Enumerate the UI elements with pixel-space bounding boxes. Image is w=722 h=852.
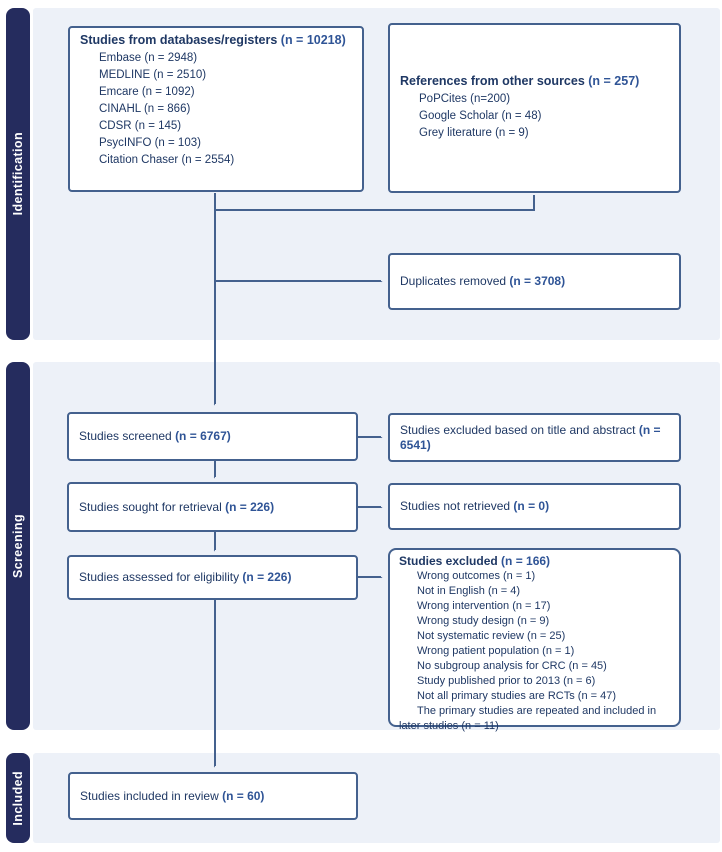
section-included-label: Included (11, 770, 25, 826)
box-excluded-reasons: Studies excluded (n = 166) Wrong outcome… (388, 548, 681, 732)
box-included-review: Studies included in review (n = 60) (68, 772, 358, 820)
box-not-retrieved: Studies not retrieved (n = 0) (388, 483, 681, 530)
box-excluded-reasons-title: Studies excluded (n = 166) (399, 554, 670, 569)
list-item: Not all primary studies are RCTs (n = 47… (417, 690, 616, 702)
list-item: Grey literature (n = 9) (419, 127, 529, 139)
box-studies-screened: Studies screened (n = 6767) (67, 412, 358, 461)
box-count: (n = 6767) (175, 429, 231, 443)
box-count: (n = 60) (222, 788, 265, 803)
box-other-sources-title: References from other sources (n = 257) (400, 74, 669, 89)
list-item: Not systematic review (n = 25) (417, 630, 566, 642)
section-screening-label: Screening (11, 513, 25, 579)
section-identification-bar: Identification (6, 8, 30, 340)
box-label: Studies assessed for eligibility (79, 570, 243, 584)
box-count: (n = 166) (501, 554, 551, 568)
list-item: Wrong patient population (n = 1) (417, 645, 575, 657)
box-label: Studies included in review (80, 788, 223, 803)
other-sources-list: PoPCites (n=200) Google Scholar (n = 48)… (400, 91, 669, 142)
list-item: Wrong outcomes (n = 1) (417, 570, 536, 582)
list-item: PoPCites (n=200) (419, 93, 511, 105)
box-databases: Studies from databases/registers (n = 10… (68, 26, 364, 192)
box-sought-retrieval: Studies sought for retrieval (n = 226) (67, 482, 358, 532)
box-count: (n = 0) (513, 499, 550, 513)
list-item: Not in English (n = 4) (417, 585, 521, 597)
box-label: Duplicates removed (400, 274, 510, 288)
box-label: References from other sources (400, 74, 589, 88)
section-screening-bar: Screening (6, 362, 30, 730)
excluded-reasons-list: Wrong outcomes (n = 1) Not in English (n… (399, 569, 670, 734)
list-item: Wrong intervention (n = 17) (417, 600, 551, 612)
box-databases-title: Studies from databases/registers (n = 10… (80, 33, 352, 48)
box-label: Studies sought for retrieval (79, 499, 226, 514)
databases-list: Embase (n = 2948) MEDLINE (n = 2510) Emc… (80, 50, 352, 169)
list-item: Wrong study design (n = 9) (417, 615, 550, 627)
box-assessed-eligibility: Studies assessed for eligibility (n = 22… (67, 555, 358, 600)
list-item: Study published prior to 2013 (n = 6) (417, 675, 596, 687)
box-label: Studies excluded based on title and abst… (400, 422, 639, 437)
box-label: Studies excluded (399, 554, 502, 568)
list-item: CDSR (n = 145) (99, 120, 182, 132)
list-item: The primary studies are repeated and inc… (399, 705, 657, 732)
box-count: (n = 3708) (509, 274, 566, 288)
box-label: Studies not retrieved (400, 499, 514, 513)
list-item: Embase (n = 2948) (99, 52, 198, 64)
list-item: Citation Chaser (n = 2554) (99, 154, 235, 166)
box-count: (n = 10218) (280, 33, 346, 47)
box-duplicates-removed: Duplicates removed (n = 3708) (388, 253, 681, 310)
box-excluded-title-abstract: Studies excluded based on title and abst… (388, 413, 681, 462)
list-item: PsycINFO (n = 103) (99, 137, 201, 149)
box-count: (n = 226) (242, 570, 292, 584)
box-count: (n = 226) (225, 499, 275, 514)
list-item: CINAHL (n = 866) (99, 103, 191, 115)
box-other-sources: References from other sources (n = 257) … (388, 23, 681, 193)
box-label: Studies screened (79, 429, 176, 443)
list-item: No subgroup analysis for CRC (n = 45) (417, 660, 607, 672)
section-identification-label: Identification (11, 132, 25, 216)
list-item: Emcare (n = 1092) (99, 86, 195, 98)
section-included-bar: Included (6, 753, 30, 843)
list-item: Google Scholar (n = 48) (419, 110, 542, 122)
list-item: MEDLINE (n = 2510) (99, 69, 207, 81)
box-count: (n = 6541) (400, 422, 661, 452)
box-count: (n = 257) (588, 74, 640, 88)
box-label: Studies from databases/registers (80, 33, 281, 47)
